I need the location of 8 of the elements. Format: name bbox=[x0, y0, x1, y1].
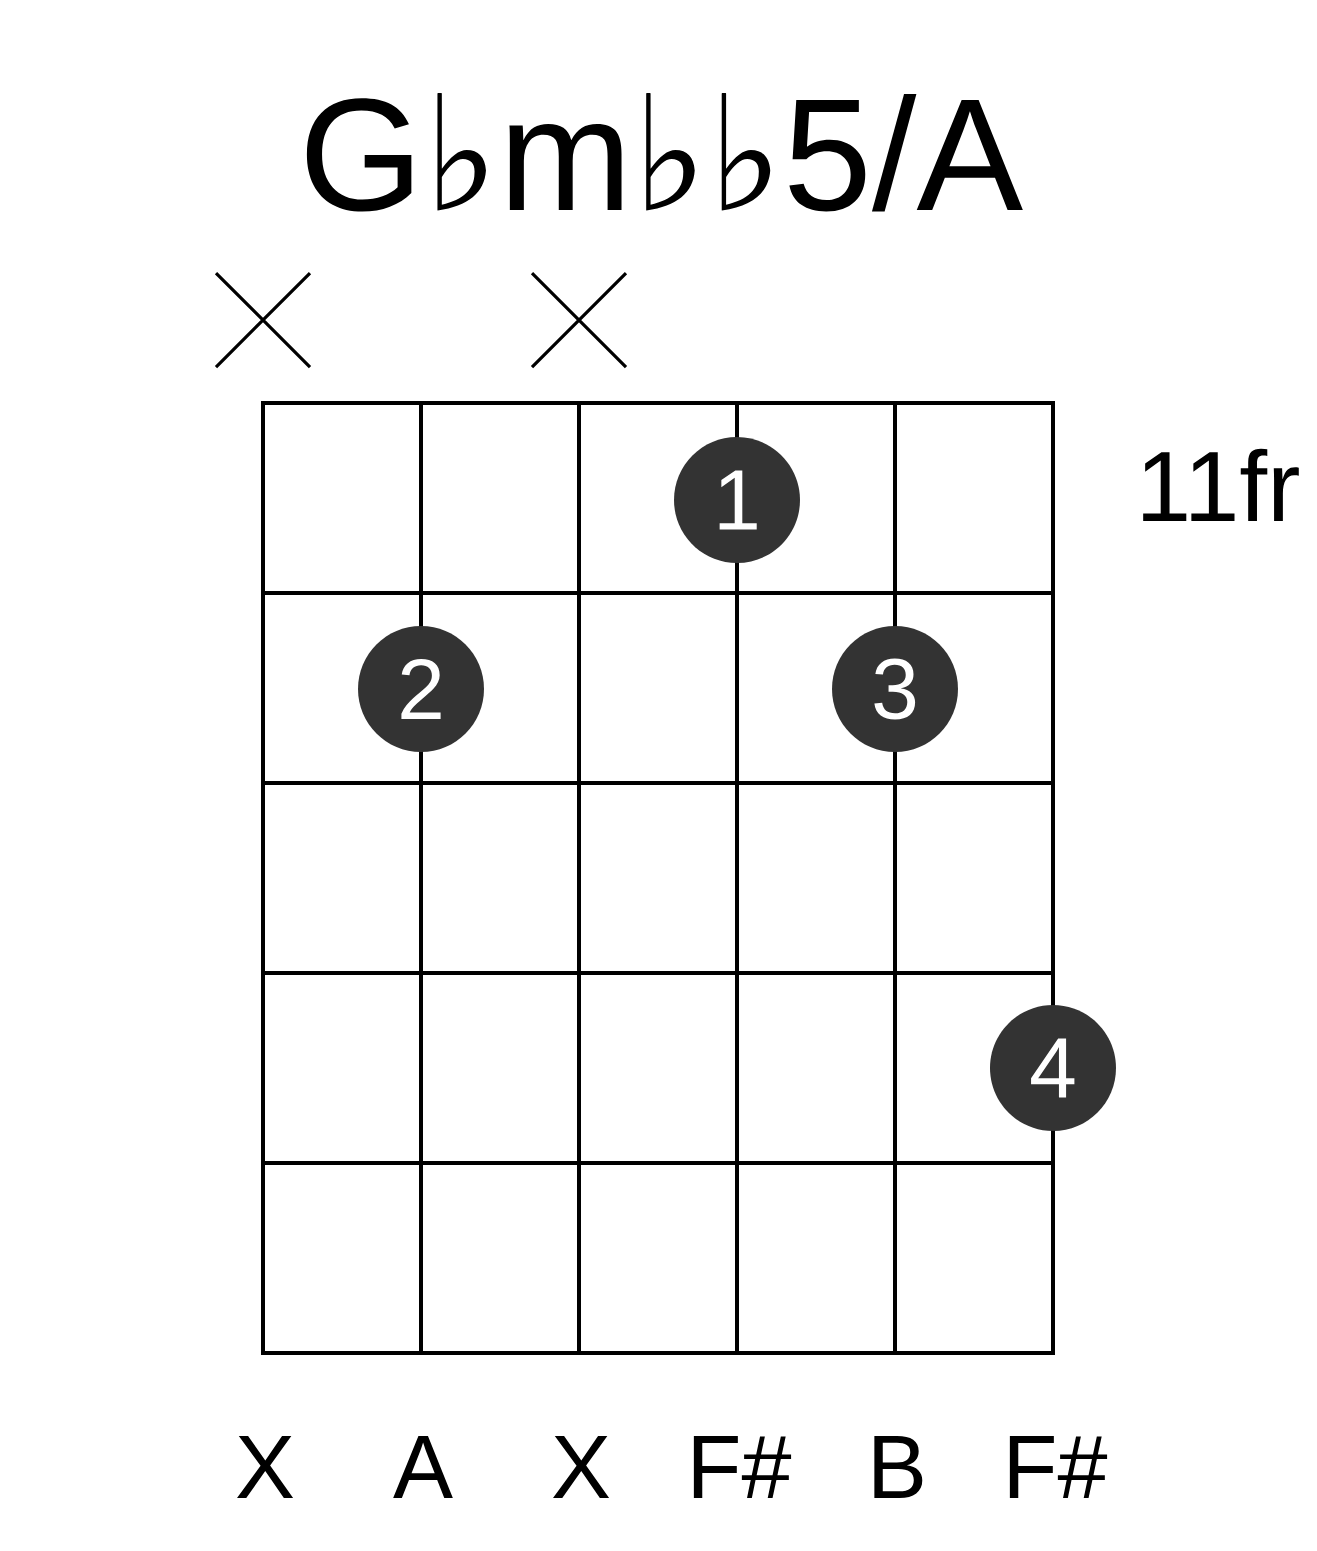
fret-number: 11fr bbox=[1143, 448, 1299, 521]
note-name: B bbox=[874, 1436, 923, 1498]
note-name: F# bbox=[1009, 1436, 1108, 1498]
note-name: A bbox=[393, 1436, 453, 1498]
note-name: X bbox=[237, 1436, 294, 1498]
note-name: X bbox=[553, 1436, 610, 1498]
chord-title: G♭m♭♭5/A bbox=[306, 93, 1023, 212]
note-name: F# bbox=[693, 1436, 792, 1498]
